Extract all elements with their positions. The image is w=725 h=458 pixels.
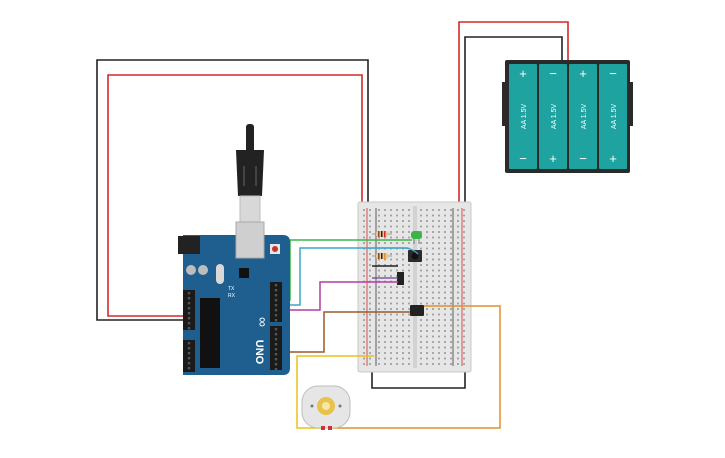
resistor-2[interactable] (372, 253, 392, 259)
wire-red-arduino-5v[interactable] (107, 74, 363, 317)
wire-magenta-signal[interactable] (282, 281, 398, 311)
battery-terminal-top: − (549, 66, 557, 81)
dc-motor[interactable] (301, 385, 351, 430)
battery-terminal-bottom: + (609, 151, 617, 166)
battery-cell-label: AA 1.5V (581, 104, 588, 130)
arduino-logo: ∞ (255, 317, 271, 327)
battery-terminal-bottom: − (519, 151, 527, 166)
battery-terminal-bottom: + (549, 151, 557, 166)
wire-cyan-button-bridge[interactable] (372, 247, 419, 255)
transistor[interactable] (397, 272, 404, 285)
battery-cell-label: AA 1.5V (551, 104, 558, 130)
wire-cyan-signal[interactable] (282, 247, 408, 306)
battery-terminal-top: + (519, 66, 527, 81)
wire-black-breadboard-bottom[interactable] (371, 365, 466, 389)
battery-terminal-top: + (579, 66, 587, 81)
green-led[interactable] (411, 231, 422, 244)
wire-red-battery[interactable] (458, 21, 569, 205)
battery-cell-label: AA 1.5V (521, 104, 528, 130)
arduino-uno-board[interactable]: ∞ UNO TX RX (178, 221, 290, 375)
arduino-rx-label: RX (228, 293, 236, 299)
battery-terminal-bottom: − (579, 151, 587, 166)
arduino-header-pins (187, 284, 278, 371)
wire-orange-motor[interactable] (332, 305, 501, 429)
wire-yellow-motor[interactable] (296, 355, 374, 429)
arduino-tx-label: TX (228, 286, 235, 292)
resistor-1[interactable] (372, 231, 392, 237)
battery-pack[interactable]: + − AA 1.5V − + AA 1.5V + − AA 1.5V − + AA 1.5V (502, 60, 633, 173)
battery-cell: − + AA 1.5V (539, 64, 567, 169)
wire-black-battery[interactable] (464, 36, 563, 205)
wire-black-arduino-gnd[interactable] (96, 59, 369, 321)
breadboard[interactable] (357, 201, 472, 373)
pushbutton[interactable] (408, 250, 422, 262)
arduino-brand-label: UNO (253, 340, 265, 365)
battery-terminal-top: − (609, 66, 617, 81)
diode[interactable] (410, 305, 424, 316)
battery-cell: − + AA 1.5V (599, 64, 627, 169)
battery-cell: + − AA 1.5V (509, 64, 537, 169)
wire-brown-signal[interactable] (282, 311, 410, 353)
battery-cell-label: AA 1.5V (611, 104, 618, 130)
battery-cell: + − AA 1.5V (569, 64, 597, 169)
usb-cable[interactable] (236, 124, 264, 223)
